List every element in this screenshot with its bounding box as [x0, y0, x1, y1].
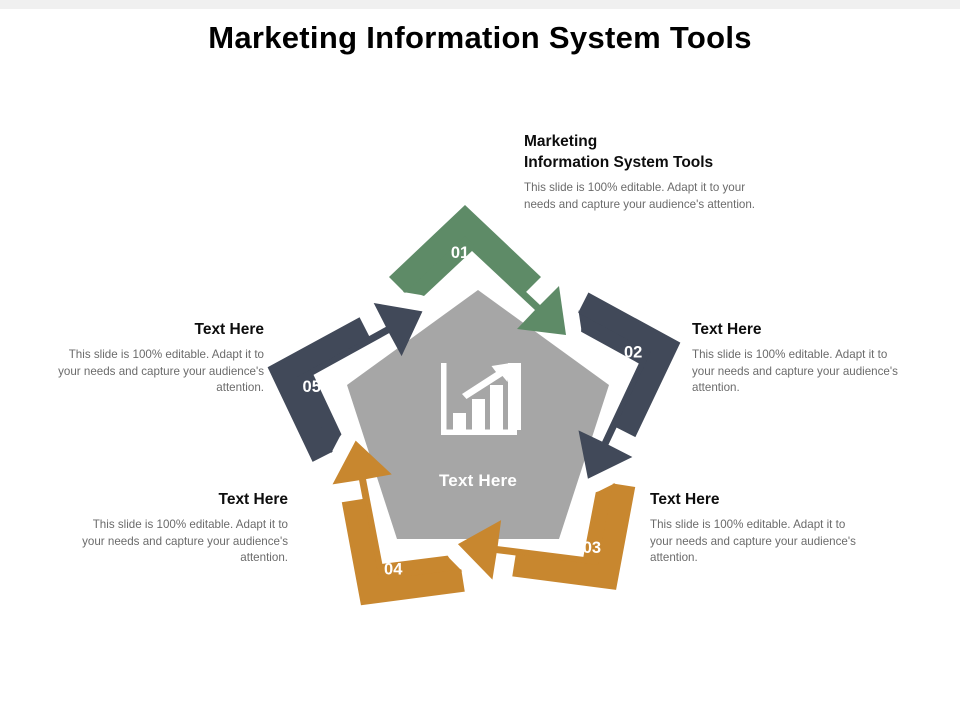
step-arrow-04[interactable]: 04	[279, 440, 499, 650]
step-arrow-03-shape[interactable]	[457, 448, 649, 626]
step-arrow-03-shape-b[interactable]	[503, 474, 678, 635]
step-heading-05: Text Here	[194, 321, 265, 338]
diagram-stage: Text Here 01 02 03 04 05	[0, 95, 960, 655]
step-text-block-04: Text Here This slide is 100% editable. A…	[72, 489, 288, 567]
step-arrow-01-number: 01	[451, 244, 469, 262]
step-arrow-02-number: 02	[624, 344, 642, 362]
step-heading-02: Text Here	[692, 321, 762, 338]
step-arrow-04-shape-b[interactable]	[299, 489, 474, 650]
bar-chart-growth-icon	[441, 363, 521, 435]
step-heading-01-line2: Information System Tools	[524, 154, 714, 171]
top-accent-band	[0, 0, 960, 9]
step-arrow-05[interactable]: 05	[244, 271, 423, 480]
step-heading-04: Text Here	[218, 491, 289, 508]
step-arrow-01-shape[interactable]	[403, 234, 566, 335]
center-pentagon-label: Text Here	[439, 471, 517, 490]
center-pentagon-group[interactable]: Text Here	[347, 290, 609, 539]
step-text-block-02: Text Here This slide is 100% editable. A…	[692, 319, 908, 397]
step-arrow-01-shape-b[interactable]	[389, 205, 541, 293]
step-body-03: This slide is 100% editable. Adapt it to…	[650, 518, 856, 564]
step-heading-01-line1: Marketing	[524, 133, 598, 150]
pentagon-cycle-diagram: Text Here 01 02 03 04 05	[244, 205, 711, 606]
step-arrow-02-shape[interactable]	[538, 293, 684, 479]
step-arrow-04-number: 04	[384, 560, 403, 578]
step-text-block-05: Text Here This slide is 100% editable. A…	[48, 319, 264, 397]
step-arrow-03[interactable]: 03	[457, 440, 678, 649]
step-body-04: This slide is 100% editable. Adapt it to…	[82, 518, 288, 564]
page-title: Marketing Information System Tools	[208, 20, 752, 55]
step-arrow-05-shape-b[interactable]	[244, 295, 375, 467]
step-text-block-03: Text Here This slide is 100% editable. A…	[650, 489, 866, 567]
step-arrow-01[interactable]: 01	[389, 205, 566, 335]
step-arrow-04-shape[interactable]	[296, 440, 487, 619]
step-arrow-02-shape-b[interactable]	[573, 270, 704, 442]
step-arrow-05-shape[interactable]	[276, 280, 423, 466]
step-body-01: This slide is 100% editable. Adapt it to…	[524, 181, 756, 211]
step-heading-03: Text Here	[650, 491, 720, 508]
step-arrow-05-number: 05	[303, 378, 321, 396]
step-arrow-03-number: 03	[583, 539, 601, 557]
step-body-02: This slide is 100% editable. Adapt it to…	[692, 348, 898, 394]
step-arrow-02[interactable]: 02	[533, 270, 711, 479]
step-body-05: This slide is 100% editable. Adapt it to…	[58, 348, 264, 394]
